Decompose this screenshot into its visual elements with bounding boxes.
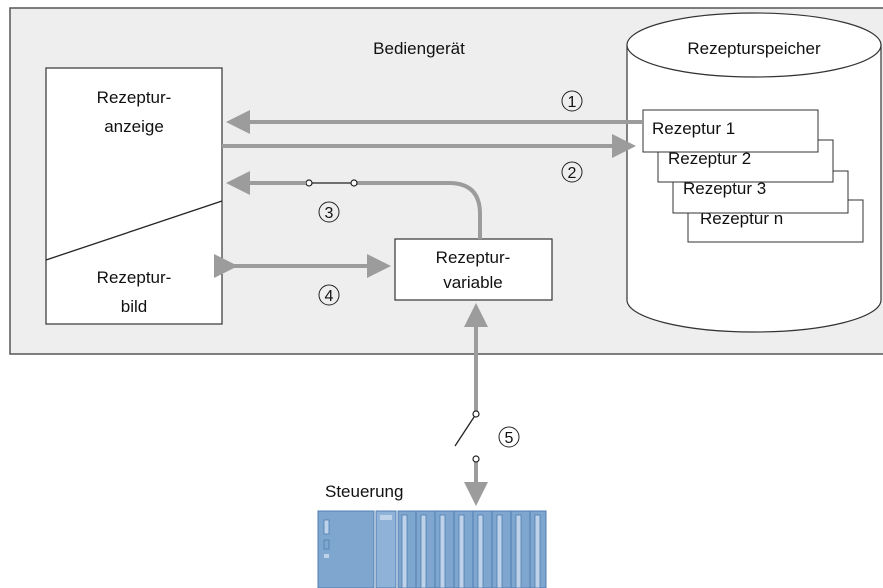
recipe-screen-label-2: bild [121, 297, 147, 316]
marker-3: 3 [318, 201, 340, 223]
recipe-card-1-label: Rezeptur 1 [652, 119, 735, 138]
marker-5: 5 [498, 426, 520, 448]
arrow-3-switch-node-a [305, 179, 313, 187]
recipe-variable-box: Rezeptur- variable [394, 238, 553, 301]
recipe-screen-label-1: Rezeptur- [97, 268, 172, 287]
plc-icon [317, 510, 547, 588]
recipe-view-divider [45, 200, 223, 261]
device-title: Bediengerät [373, 39, 465, 58]
recipe-view-box: Rezeptur- anzeige Rezeptur- bild [45, 67, 223, 325]
recipe-card-2-label: Rezeptur 2 [668, 149, 751, 168]
arrow-3-switch-node-b [350, 179, 358, 187]
recipe-card-n-label: Rezeptur n [700, 209, 783, 228]
recipe-variable-label-1: Rezeptur- [436, 248, 511, 267]
recipe-card-1: Rezeptur 1 [642, 109, 819, 153]
marker-2-number: 2 [568, 165, 577, 182]
recipe-display-label-2: anzeige [104, 117, 164, 136]
arrow-3-sync [354, 181, 482, 239]
marker-1-number: 1 [568, 94, 577, 111]
marker-3-number: 3 [325, 205, 334, 222]
marker-4: 4 [318, 284, 340, 306]
arrow-5-switch-node-b [472, 455, 480, 463]
marker-5-number: 5 [505, 430, 514, 447]
arrow-5-switch-contact [454, 413, 477, 447]
marker-2: 2 [561, 161, 583, 183]
recipe-card-3-label: Rezeptur 3 [683, 179, 766, 198]
recipe-memory-title: Rezepturspeicher [687, 39, 821, 58]
recipe-display-label-1: Rezeptur- [97, 88, 172, 107]
arrow-5-switch-node-a [472, 410, 480, 418]
recipe-variable-label-2: variable [443, 273, 503, 292]
controller-label: Steuerung [325, 482, 403, 501]
marker-1: 1 [561, 90, 583, 112]
marker-4-number: 4 [325, 288, 334, 305]
